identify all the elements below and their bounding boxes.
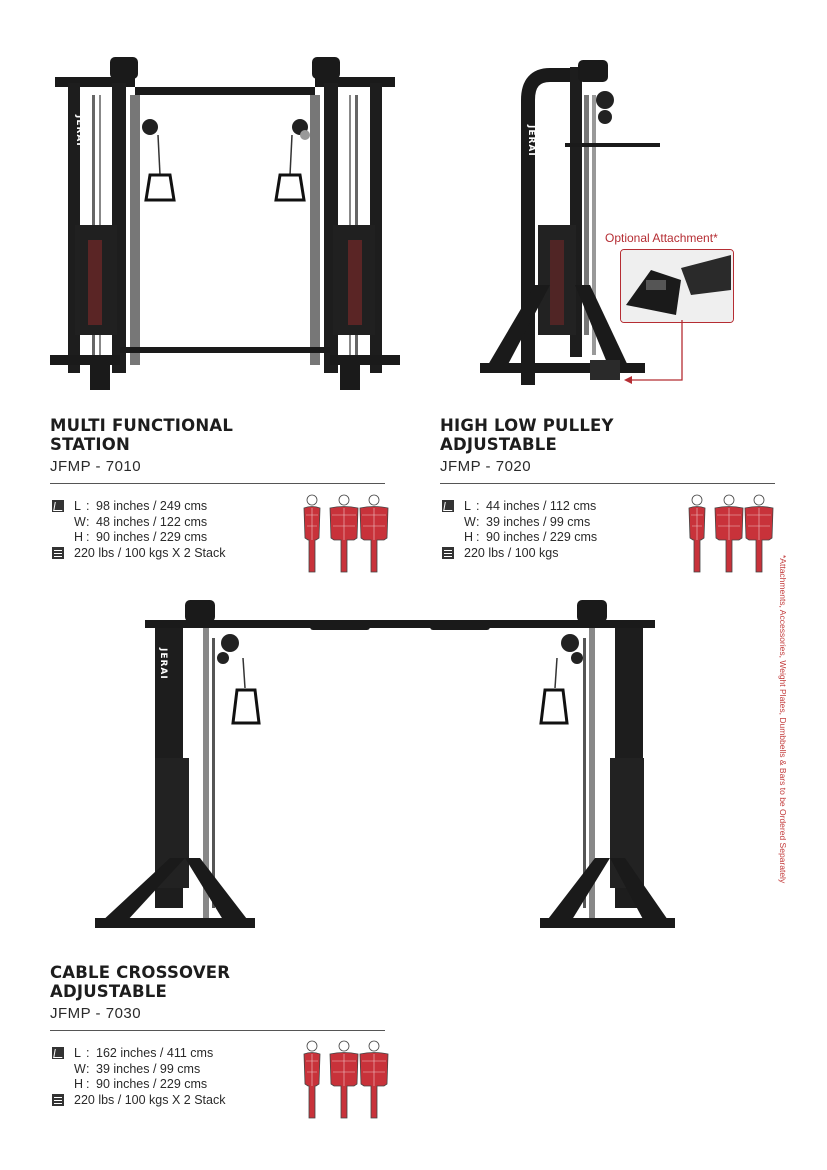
weight-stack-icon (52, 1093, 64, 1106)
spec-height: H : 90 inches / 229 cms (74, 1077, 208, 1091)
product-title-high-low-pulley: HIGH LOW PULLEY ADJUSTABLE (440, 416, 614, 454)
attachment-pointer-arrow (624, 320, 683, 384)
product-code: JFMP - 7020 (440, 458, 532, 475)
product-code: JFMP - 7010 (50, 458, 142, 475)
spec-stack: 220 lbs / 100 kgs X 2 Stack (52, 1093, 302, 1109)
machine-image-high-low-pulley: JERAI (480, 55, 680, 395)
spec-length: L : 162 inches / 411 cms (52, 1046, 302, 1062)
machine-image-cable-crossover: JERAI (95, 598, 675, 956)
spec-width: W : 39 inches / 99 cms (74, 1061, 201, 1076)
weight-stack-icon (52, 546, 64, 559)
divider (50, 483, 385, 484)
dimension-icon (442, 500, 454, 512)
product-code: JFMP - 7030 (50, 1005, 142, 1022)
spec-block-7020: L : 44 inches / 112 cms W : 39 inches / … (442, 499, 682, 561)
muscle-figure-icon (300, 1036, 390, 1122)
brand-logo: JERAI (158, 647, 168, 680)
brand-logo: JERAI (74, 114, 84, 147)
spec-length: L : 98 inches / 249 cms (52, 499, 302, 515)
muscle-figure-icon (300, 490, 390, 576)
spec-block-7030: L : 162 inches / 411 cms W : 39 inches /… (52, 1046, 302, 1108)
machine-image-multi-functional-station: JERAI (50, 55, 400, 400)
spec-width: W : 48 inches / 122 cms (74, 514, 208, 529)
spec-length: L : 44 inches / 112 cms (442, 499, 682, 515)
spec-stack: 220 lbs / 100 kgs (442, 546, 682, 562)
product-title-multi-functional-station: MULTI FUNCTIONAL STATION (50, 416, 234, 454)
brand-logo: JERAI (526, 124, 536, 157)
muscle-figure-icon (685, 490, 775, 576)
spec-block-7010: L : 98 inches / 249 cms W : 48 inches / … (52, 499, 302, 561)
disclaimer-note: *Attachments, Accessories, Weight Plates… (778, 555, 788, 884)
divider (50, 1030, 385, 1031)
divider (440, 483, 775, 484)
spec-height: H : 90 inches / 229 cms (464, 530, 598, 544)
optional-attachment-image (620, 249, 734, 323)
spec-height: H : 90 inches / 229 cms (74, 530, 208, 544)
spec-width: W : 39 inches / 99 cms (464, 514, 591, 529)
product-title-cable-crossover: CABLE CROSSOVER ADJUSTABLE (50, 963, 231, 1001)
spec-stack: 220 lbs / 100 kgs X 2 Stack (52, 546, 302, 562)
optional-attachment-label: Optional Attachment* (605, 231, 718, 245)
weight-stack-icon (442, 546, 454, 559)
dimension-icon (52, 1047, 64, 1059)
dimension-icon (52, 500, 64, 512)
